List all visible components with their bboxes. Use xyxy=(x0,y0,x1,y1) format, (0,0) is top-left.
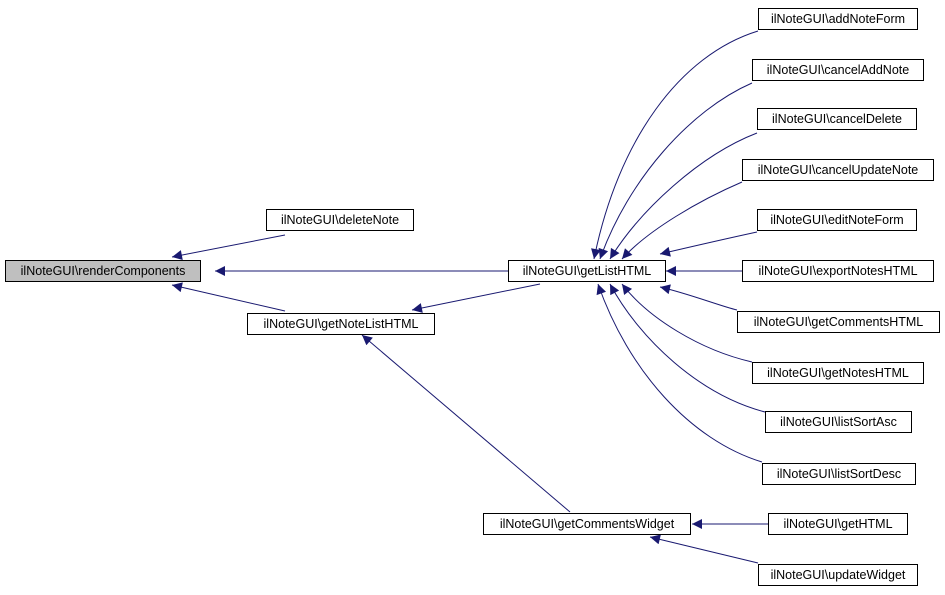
edge-deleteNote-renderComponents xyxy=(171,234,286,260)
node-getCommentsHTML[interactable]: ilNoteGUI\getCommentsHTML xyxy=(737,311,940,333)
node-addNoteForm[interactable]: ilNoteGUI\addNoteForm xyxy=(758,8,918,30)
edge-getCommentsHTML-getListHTML xyxy=(659,284,738,311)
node-exportNotesHTML[interactable]: ilNoteGUI\exportNotesHTML xyxy=(742,260,934,282)
edge-editNoteForm-getListHTML xyxy=(659,231,758,257)
node-listSortDesc[interactable]: ilNoteGUI\listSortDesc xyxy=(762,463,916,485)
node-editNoteForm[interactable]: ilNoteGUI\editNoteForm xyxy=(757,209,917,231)
edge-listSortAsc-getListHTML xyxy=(609,283,766,413)
edge-cancelUpdateNote-getListHTML xyxy=(621,181,743,260)
edge-cancelAddNote-getListHTML xyxy=(598,82,753,260)
edge-getCommentsWidget-getNoteListHTML xyxy=(361,334,571,513)
edge-getListHTML-getNoteListHTML xyxy=(411,283,541,313)
node-getHTML[interactable]: ilNoteGUI\getHTML xyxy=(768,513,908,535)
edge-cancelDelete-getListHTML xyxy=(609,132,758,260)
node-listSortAsc[interactable]: ilNoteGUI\listSortAsc xyxy=(765,411,912,433)
node-getNoteListHTML[interactable]: ilNoteGUI\getNoteListHTML xyxy=(247,313,435,335)
edge-addNoteForm-getListHTML xyxy=(591,30,759,260)
node-updateWidget[interactable]: ilNoteGUI\updateWidget xyxy=(758,564,918,586)
node-renderComponents: ilNoteGUI\renderComponents xyxy=(5,260,201,282)
node-cancelAddNote[interactable]: ilNoteGUI\cancelAddNote xyxy=(752,59,924,81)
node-cancelDelete[interactable]: ilNoteGUI\cancelDelete xyxy=(757,108,917,130)
node-getCommentsWidget[interactable]: ilNoteGUI\getCommentsWidget xyxy=(483,513,691,535)
edge-getNotesHTML-getListHTML xyxy=(621,283,753,363)
edge-getNoteListHTML-renderComponents xyxy=(171,282,286,312)
edge-updateWidget-getCommentsWidget xyxy=(649,534,759,564)
edge-listSortDesc-getListHTML xyxy=(596,283,763,463)
node-getNotesHTML[interactable]: ilNoteGUI\getNotesHTML xyxy=(752,362,924,384)
node-cancelUpdateNote[interactable]: ilNoteGUI\cancelUpdateNote xyxy=(742,159,934,181)
node-getListHTML[interactable]: ilNoteGUI\getListHTML xyxy=(508,260,666,282)
node-deleteNote[interactable]: ilNoteGUI\deleteNote xyxy=(266,209,414,231)
